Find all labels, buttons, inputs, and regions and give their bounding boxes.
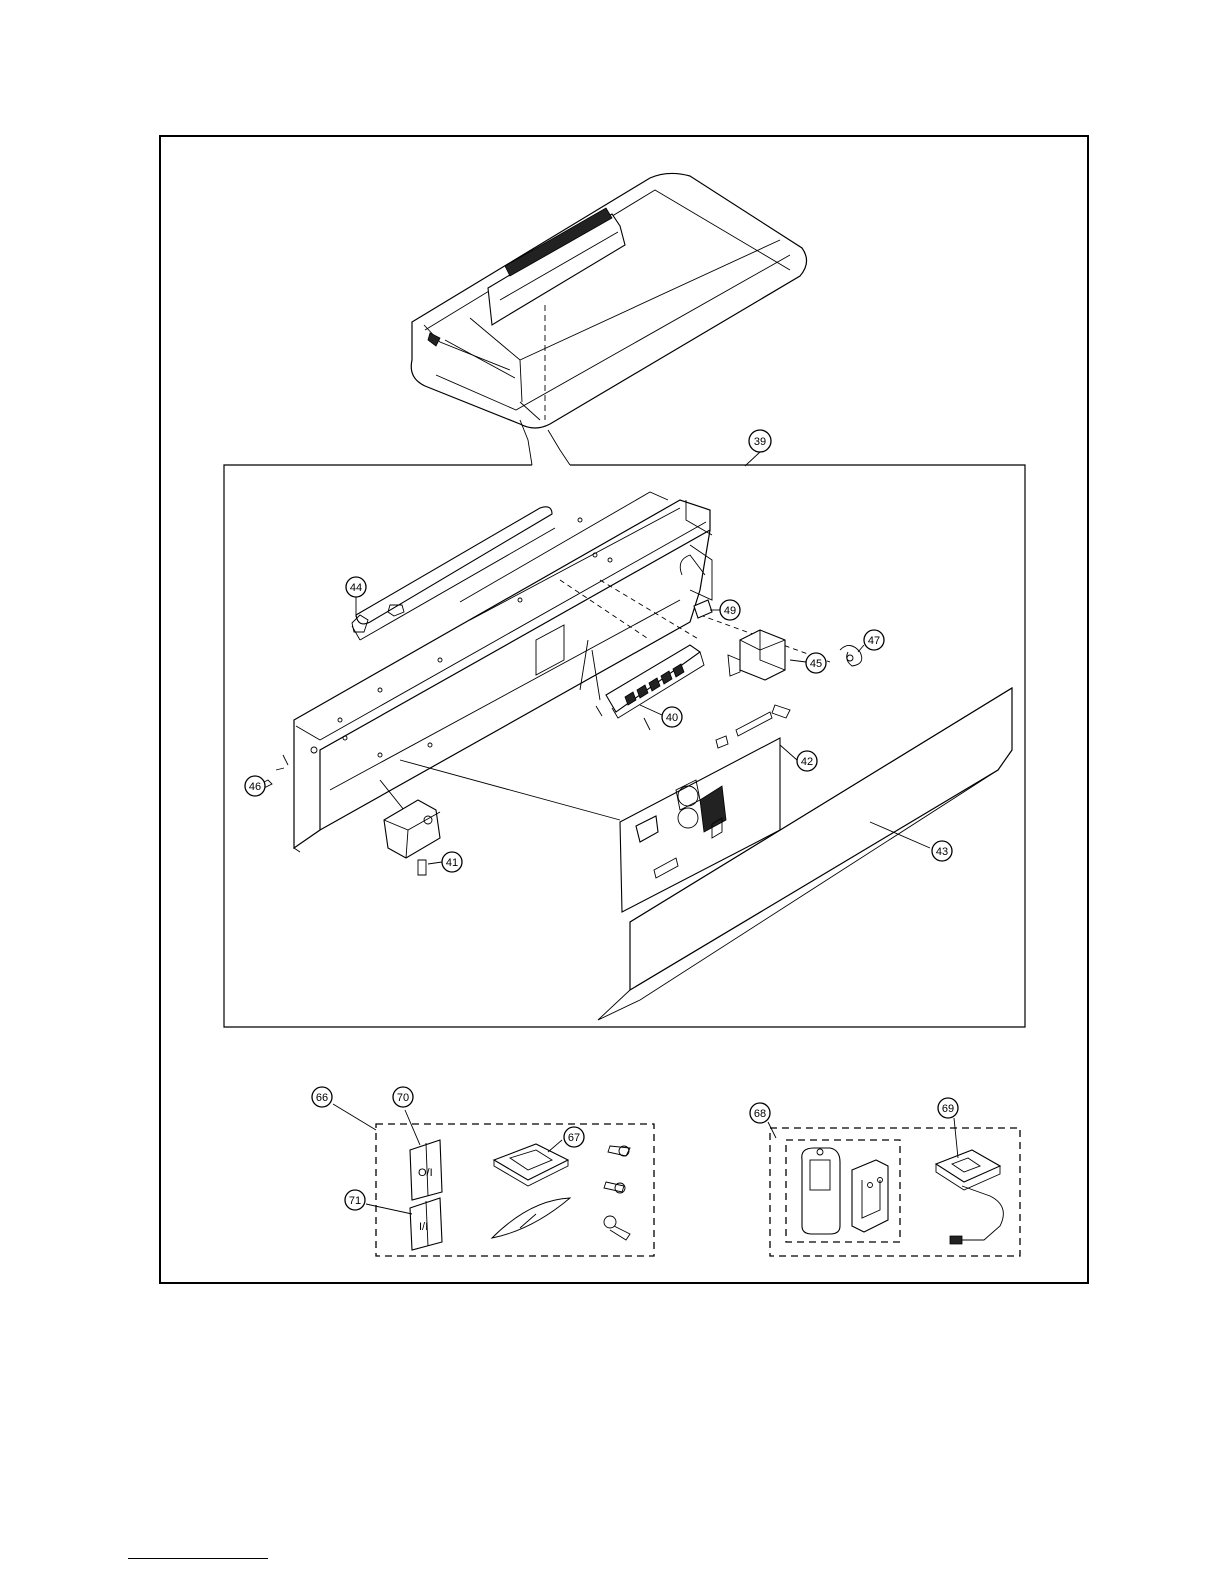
- callout-70-label: 70: [397, 1092, 409, 1104]
- indoor-unit-body: [411, 173, 806, 465]
- callout-69: 69: [938, 1098, 958, 1118]
- callout-49: 49: [720, 600, 740, 620]
- cable-tie: [492, 1198, 570, 1238]
- part-45-transformer: [728, 630, 806, 680]
- accessory-screws: [604, 1146, 630, 1193]
- callout-47-label: 47: [868, 635, 880, 647]
- callout-40-label: 40: [666, 712, 678, 724]
- callout-39: 39: [749, 430, 771, 452]
- callout-43-label: 43: [936, 846, 948, 858]
- part-41-motor: [384, 800, 442, 875]
- callout-68: 68: [750, 1103, 770, 1123]
- callout-68-label: 68: [754, 1108, 766, 1120]
- callout-49-label: 49: [724, 605, 736, 617]
- part-40-terminal-block: [606, 645, 704, 718]
- callout-43: 43: [932, 841, 952, 861]
- install-manual-label: I/I: [419, 1221, 428, 1233]
- callout-67-label: 67: [568, 1132, 580, 1144]
- install-manual-booklet: I/I: [366, 1198, 442, 1250]
- part-67-insulation: [494, 1140, 568, 1186]
- callout-44-label: 44: [350, 582, 362, 594]
- footer-rule: [128, 1558, 268, 1559]
- callout-71: 71: [345, 1190, 365, 1210]
- part-42-pcb: [620, 712, 797, 912]
- callout-71-label: 71: [349, 1195, 361, 1207]
- callout-46: 46: [245, 776, 265, 796]
- control-box-inset-frame: [224, 465, 1025, 1027]
- callout-40: 40: [662, 707, 682, 727]
- part-69-display-module: [936, 1118, 1003, 1244]
- remote-controller: [802, 1148, 840, 1234]
- callout-42: 42: [797, 751, 817, 771]
- callout-42-label: 42: [801, 756, 813, 768]
- callout-45-label: 45: [810, 658, 822, 670]
- callout-39-label: 39: [754, 436, 766, 448]
- callout-70: 70: [393, 1087, 413, 1107]
- callout-66: 66: [312, 1087, 332, 1107]
- part-49-connector: [694, 600, 720, 618]
- callout-41: 41: [442, 852, 462, 872]
- part-47-cable-clamp: [840, 645, 864, 666]
- callout-46-label: 46: [249, 781, 261, 793]
- ring-terminal: [604, 1216, 630, 1240]
- owner-manual-label: O/I: [418, 1167, 433, 1179]
- callout-69-label: 69: [942, 1103, 954, 1115]
- callout-45: 45: [806, 653, 826, 673]
- callout-67: 67: [564, 1127, 584, 1147]
- callout-41-label: 41: [446, 857, 458, 869]
- remote-holder: [852, 1160, 888, 1232]
- callout-44: 44: [346, 577, 366, 597]
- callout-66-label: 66: [316, 1092, 328, 1104]
- callout-47: 47: [864, 630, 884, 650]
